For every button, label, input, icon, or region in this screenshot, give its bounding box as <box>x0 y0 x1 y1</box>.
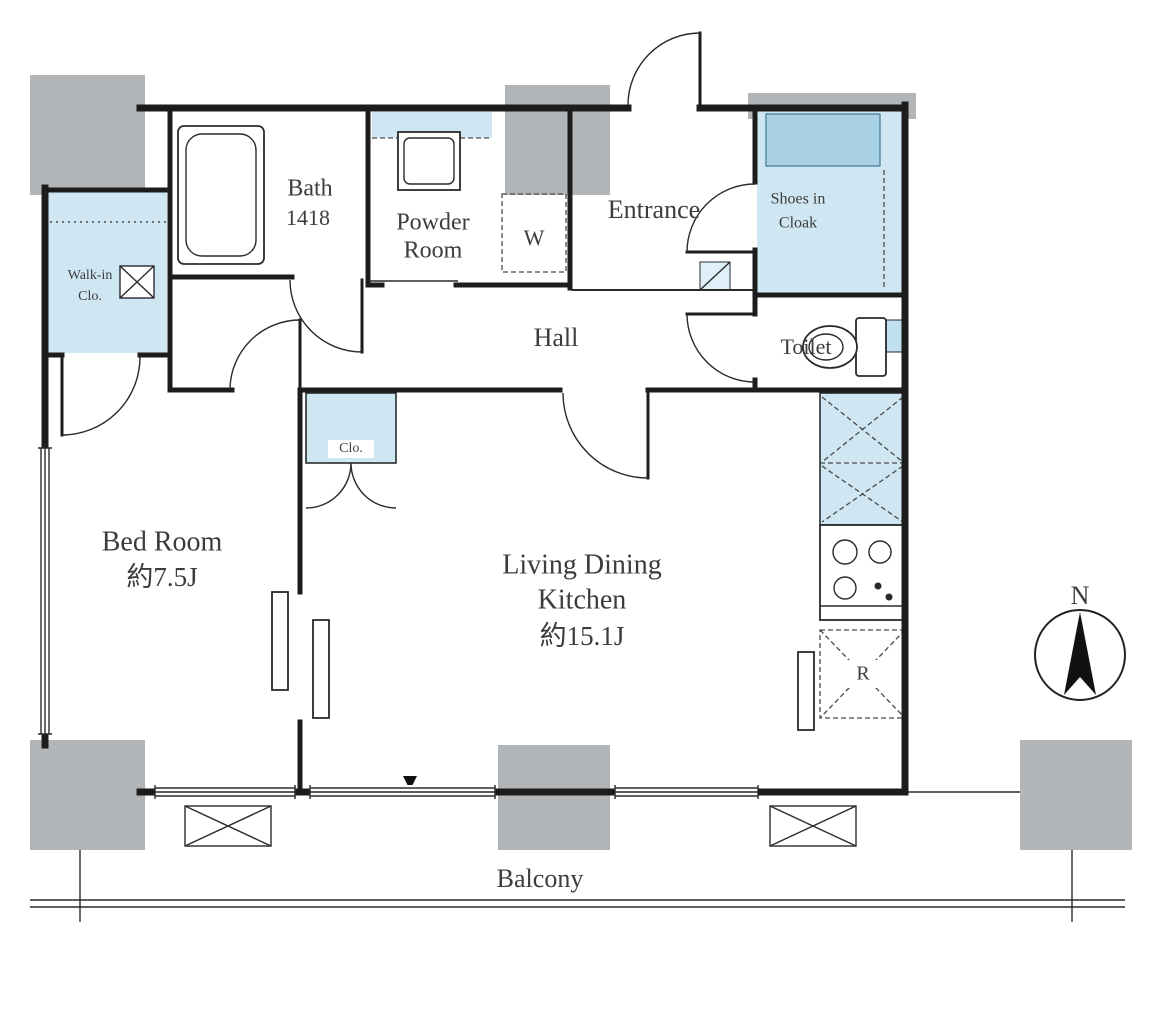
shoes-cloak-door <box>685 183 757 254</box>
walk-in-closet-label-line2: Clo. <box>78 289 102 304</box>
louver-panel <box>184 805 272 847</box>
doors <box>60 31 757 509</box>
powder-room-label-line1: Powder <box>396 210 469 236</box>
ldk-balcony-window <box>614 785 759 799</box>
pillar <box>498 745 610 850</box>
bedroom-door <box>229 318 302 392</box>
kitchen-door-panel <box>797 651 815 731</box>
toilet-fixture <box>802 317 887 377</box>
balcony-label: Balcony <box>497 864 584 893</box>
kitchen-sink-hatch <box>820 396 905 523</box>
fixtures <box>50 125 906 847</box>
stove <box>819 524 906 621</box>
toilet-label: Toilet <box>780 334 831 359</box>
washer-label: W <box>524 225 545 250</box>
toilet-cabinet <box>883 319 905 353</box>
bedroom-size-label: 約7.5J <box>126 562 197 592</box>
bath-size-label: 1418 <box>286 205 330 230</box>
bathtub <box>177 125 265 265</box>
ldk-balcony-window <box>309 785 496 799</box>
bath-label: Bath <box>287 176 332 202</box>
entrance-door <box>627 31 702 107</box>
shoes-in-cloak-shelf <box>765 113 881 167</box>
ldk-size-label: 約15.1J <box>540 621 625 651</box>
windows <box>38 447 759 799</box>
closet-label-chip <box>328 440 374 458</box>
ldk-door <box>562 391 650 480</box>
sliding-door-panels <box>271 591 330 719</box>
pillar <box>505 85 610 195</box>
bedroom-balcony-window <box>154 785 296 799</box>
pillar <box>30 740 145 850</box>
compass-north-label: N <box>1071 581 1090 610</box>
washing-machine-space <box>501 193 567 273</box>
vanity-sink <box>372 131 492 191</box>
north-arrow-icon <box>1064 612 1096 695</box>
walls <box>41 101 909 796</box>
ldk-label-line1: Living Dining <box>502 549 661 580</box>
storage-areas <box>48 110 906 526</box>
bedroom-side-window <box>38 447 52 735</box>
powder-room-label-line2: Room <box>404 238 463 264</box>
outer-walls <box>41 101 909 796</box>
refrigerator-label: R <box>856 663 870 685</box>
bedroom-label: Bed Room <box>102 526 223 557</box>
ldk-label-line2: Kitchen <box>538 584 627 615</box>
interior-walls <box>42 105 908 795</box>
closet-bifold-doors <box>305 462 397 509</box>
entrance-label: Entrance <box>608 195 700 224</box>
bath-door <box>289 278 364 354</box>
kitchen-counter <box>819 392 906 526</box>
closet-label: Clo. <box>339 441 363 456</box>
shoes-cloak-label-line2: Cloak <box>779 215 817 232</box>
hall-label: Hall <box>534 323 579 352</box>
toilet-door <box>685 312 757 383</box>
shoes-cloak-label-line1: Shoes in <box>771 191 826 208</box>
walk-in-shelf <box>50 221 166 299</box>
pillar <box>30 75 145 195</box>
pillar <box>1020 740 1132 850</box>
structural-pillars <box>30 75 1132 850</box>
walk-in-closet-door <box>60 355 141 437</box>
balcony-structure <box>30 791 1125 922</box>
walk-in-closet-label-line1: Walk-in <box>68 268 113 283</box>
compass: N <box>1034 581 1126 701</box>
room-labels: Bath 1418 Powder Room W Entrance Shoes i… <box>68 176 871 893</box>
louver-panel <box>769 805 857 847</box>
entrance-mirror-diagonal <box>699 261 731 291</box>
